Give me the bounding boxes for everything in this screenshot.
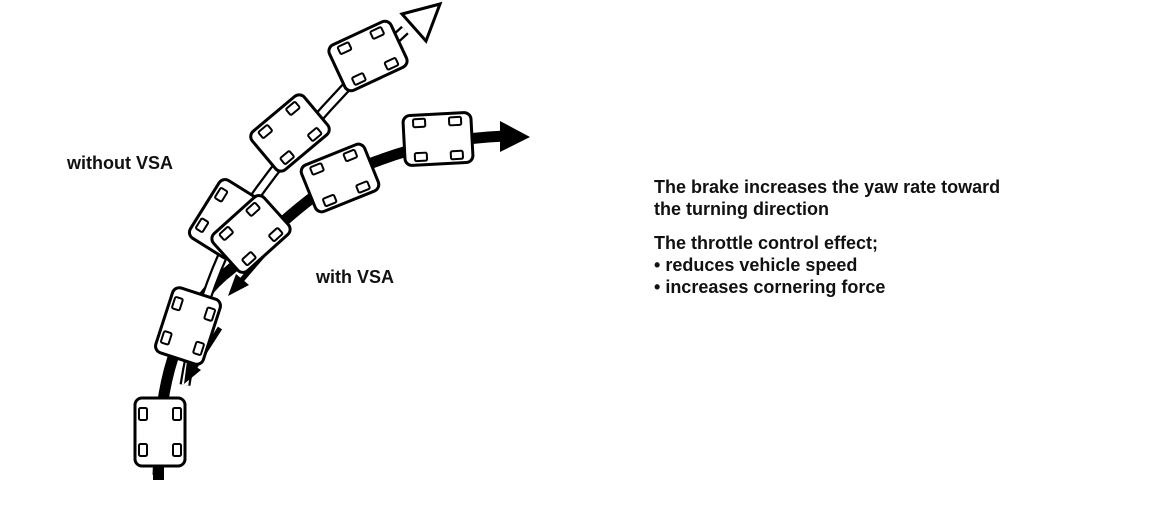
car-with-vsa-3 (299, 142, 381, 214)
start-path-stub (153, 466, 164, 480)
brake-line-1: The brake increases the yaw rate toward (654, 177, 1001, 197)
without-vsa-arrowhead (399, 1, 443, 44)
with-vsa-arrowhead (500, 121, 530, 152)
explanation-block: The brake increases the yaw rate toward … (654, 176, 1000, 298)
car-shared-1 (154, 286, 222, 366)
car-with-vsa-2 (210, 194, 292, 274)
brake-line-2: the turning direction (654, 199, 829, 219)
car-with-vsa-4 (401, 111, 475, 167)
label-without-vsa: without VSA (67, 153, 173, 173)
throttle-heading: The throttle control effect; (654, 233, 878, 253)
label-with-vsa: with VSA (316, 267, 395, 287)
car-start (133, 396, 187, 468)
bullet-reduces-speed: reduces vehicle speed (654, 254, 1000, 276)
bullet-increases-cornering: increases cornering force (654, 276, 1000, 298)
car-without-vsa-4 (327, 19, 409, 93)
car-without-vsa-3 (249, 93, 331, 173)
yaw-arrow-lower-head (184, 361, 201, 384)
yaw-arrow-upper-head (228, 274, 249, 296)
